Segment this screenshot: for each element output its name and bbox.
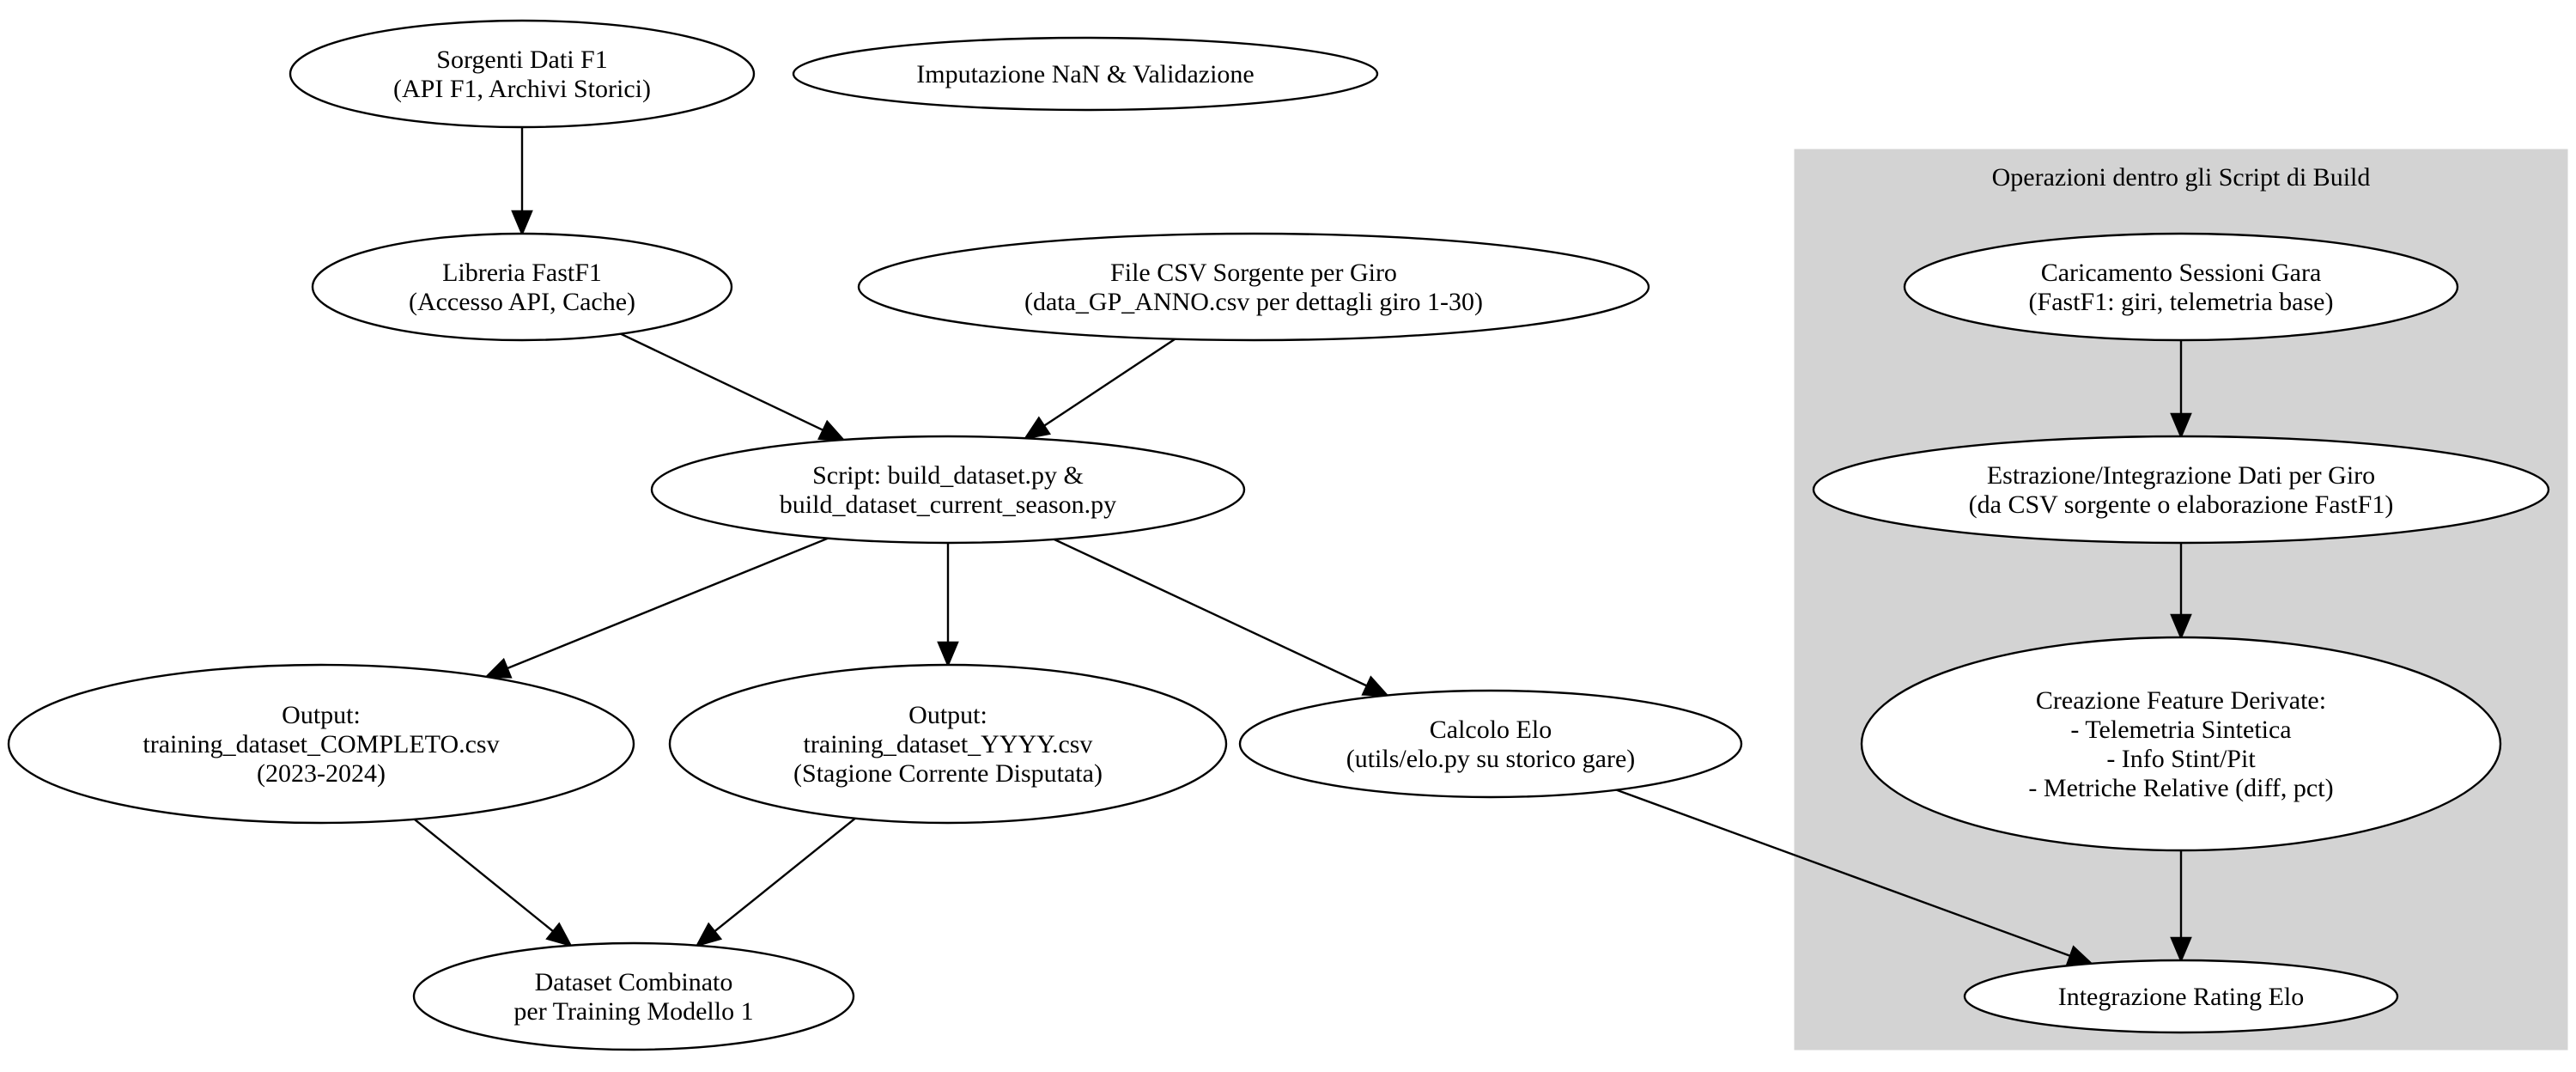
node-ellipse bbox=[792, 36, 1379, 112]
edge-feature-to-integrazione-elo bbox=[2170, 850, 2192, 964]
node-ellipse bbox=[1860, 636, 2502, 852]
edge-line bbox=[714, 817, 856, 933]
node-label-line: per Training Modello 1 bbox=[513, 997, 753, 1026]
node-label-line: Libreria FastF1 bbox=[442, 259, 602, 287]
edge-line bbox=[620, 332, 824, 431]
arrowhead bbox=[483, 657, 513, 679]
node-label-line: (2023-2024) bbox=[257, 759, 386, 788]
node-label-line: training_dataset_COMPLETO.csv bbox=[143, 730, 499, 758]
edge-line bbox=[507, 537, 829, 670]
arrowhead bbox=[695, 922, 723, 947]
edge-line bbox=[1616, 789, 2071, 957]
node-feature: Creazione Feature Derivate:- Telemetria … bbox=[1860, 636, 2502, 852]
node-ellipse bbox=[1812, 435, 2550, 545]
arrowhead bbox=[511, 210, 533, 237]
node-ellipse bbox=[1238, 689, 1743, 799]
arrowhead bbox=[545, 922, 573, 947]
node-ellipse bbox=[668, 663, 1228, 825]
arrowhead bbox=[817, 419, 846, 442]
node-label-line: (API F1, Archivi Storici) bbox=[393, 75, 651, 103]
node-label-line: (utils/elo.py su storico gare) bbox=[1346, 745, 1636, 773]
edge-estrazione-to-feature bbox=[2170, 543, 2192, 641]
edge-script-to-out-completo bbox=[483, 537, 829, 679]
node-ellipse bbox=[311, 232, 733, 342]
node-ellipse bbox=[7, 663, 635, 825]
node-ellipse bbox=[1963, 959, 2399, 1034]
edge-line bbox=[413, 818, 554, 933]
node-imputazione: Imputazione NaN & Validazione bbox=[792, 36, 1379, 112]
edge-sorgenti-to-fastf1 bbox=[511, 127, 533, 237]
node-label-line: Script: build_dataset.py & bbox=[812, 461, 1084, 490]
node-label-line: Output: bbox=[908, 701, 987, 729]
node-label-line: Sorgenti Dati F1 bbox=[436, 46, 607, 74]
node-ellipse bbox=[857, 232, 1650, 342]
edge-line bbox=[1054, 538, 1368, 687]
arrowhead bbox=[937, 641, 959, 668]
node-integrazione-elo: Integrazione Rating Elo bbox=[1963, 959, 2399, 1034]
node-label-line: training_dataset_YYYY.csv bbox=[804, 730, 1093, 758]
node-label-line: Integrazione Rating Elo bbox=[2058, 983, 2305, 1011]
edge-fastf1-to-script bbox=[620, 332, 846, 442]
node-ellipse bbox=[289, 19, 756, 129]
node-label-line: - Metriche Relative (diff, pct) bbox=[2028, 774, 2333, 802]
node-label-line: Caricamento Sessioni Gara bbox=[2041, 259, 2322, 287]
arrowhead bbox=[2170, 412, 2192, 440]
arrowhead bbox=[1361, 675, 1390, 697]
node-label-line: Output: bbox=[282, 701, 361, 729]
node-sorgenti: Sorgenti Dati F1(API F1, Archivi Storici… bbox=[289, 19, 756, 129]
node-label-line: Imputazione NaN & Validazione bbox=[916, 60, 1255, 88]
node-label-line: (da CSV sorgente o elaborazione FastF1) bbox=[1969, 490, 2394, 519]
edge-script-to-out-yyyy bbox=[937, 543, 959, 668]
node-ellipse bbox=[1903, 232, 2459, 342]
nodes-layer: Sorgenti Dati F1(API F1, Archivi Storici… bbox=[7, 19, 2550, 1051]
node-fastf1: Libreria FastF1(Accesso API, Cache) bbox=[311, 232, 733, 342]
node-out-yyyy: Output:training_dataset_YYYY.csv(Stagion… bbox=[668, 663, 1228, 825]
edge-csv-giro-to-script bbox=[1023, 338, 1176, 440]
node-label-line: (FastF1: giri, telemetria base) bbox=[2029, 288, 2334, 316]
node-label-line: build_dataset_current_season.py bbox=[780, 490, 1116, 519]
node-elo: Calcolo Elo(utils/elo.py su storico gare… bbox=[1238, 689, 1743, 799]
node-label-line: (Accesso API, Cache) bbox=[409, 288, 635, 316]
edge-line bbox=[1043, 338, 1176, 427]
node-ellipse bbox=[650, 435, 1246, 545]
edge-script-to-elo bbox=[1054, 538, 1390, 697]
node-csv-giro: File CSV Sorgente per Giro(data_GP_ANNO.… bbox=[857, 232, 1650, 342]
edge-caricamento-to-estrazione bbox=[2170, 340, 2192, 440]
node-ellipse bbox=[412, 941, 855, 1051]
node-label-line: (Stagione Corrente Disputata) bbox=[793, 759, 1103, 788]
edges-layer bbox=[413, 127, 2192, 966]
node-script: Script: build_dataset.py &build_dataset_… bbox=[650, 435, 1246, 545]
node-estrazione: Estrazione/Integrazione Dati per Giro(da… bbox=[1812, 435, 2550, 545]
arrowhead bbox=[2170, 613, 2192, 641]
node-label-line: Creazione Feature Derivate: bbox=[2036, 686, 2326, 715]
arrowhead bbox=[1023, 416, 1052, 440]
cluster-title: Operazioni dentro gli Script di Build bbox=[1992, 163, 2371, 192]
node-label-line: Dataset Combinato bbox=[535, 968, 733, 996]
node-label-line: Calcolo Elo bbox=[1430, 716, 1552, 744]
edge-out-yyyy-to-combinato bbox=[695, 817, 856, 947]
node-caricamento: Caricamento Sessioni Gara(FastF1: giri, … bbox=[1903, 232, 2459, 342]
node-label-line: - Info Stint/Pit bbox=[2106, 745, 2256, 773]
edge-out-completo-to-combinato bbox=[413, 818, 573, 947]
node-label-line: - Telemetria Sintetica bbox=[2070, 716, 2291, 744]
node-label-line: (data_GP_ANNO.csv per dettagli giro 1-30… bbox=[1024, 288, 1483, 316]
node-label-line: Estrazione/Integrazione Dati per Giro bbox=[1987, 461, 2375, 490]
node-label-line: File CSV Sorgente per Giro bbox=[1110, 259, 1397, 287]
arrowhead bbox=[2170, 936, 2192, 964]
node-out-completo: Output:training_dataset_COMPLETO.csv(202… bbox=[7, 663, 635, 825]
